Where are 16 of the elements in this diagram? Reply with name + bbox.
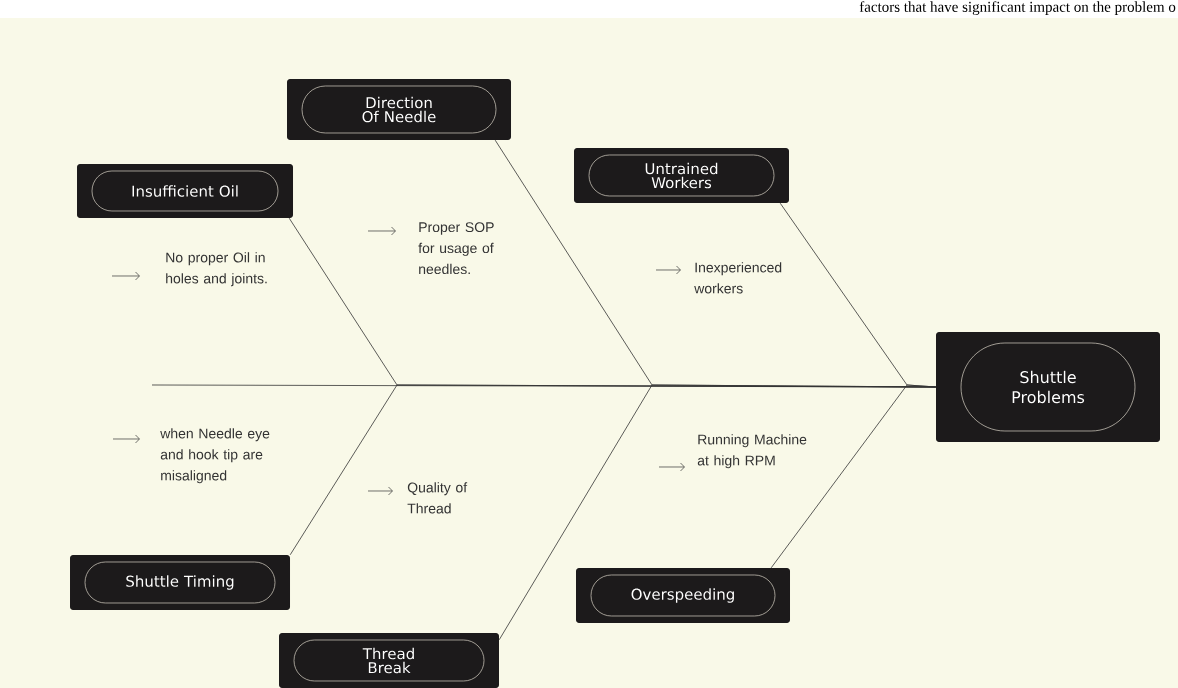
cause-box: Overspeeding bbox=[576, 568, 790, 623]
cause-note: when Needle eye and hook tip are misaligned bbox=[160, 428, 270, 484]
bone-line bbox=[498, 384, 937, 641]
cause-box: Thread Break bbox=[279, 633, 499, 688]
cause-box: Insufficient Oil bbox=[77, 164, 293, 218]
cause-box: Direction Of Needle bbox=[287, 79, 511, 140]
cause-note: Quality of Thread bbox=[407, 482, 468, 514]
cut-off-note: factors that have significant impact on the problem o bbox=[859, 1, 1176, 15]
cause-note: No proper Oil in holes and joints. bbox=[166, 252, 267, 287]
problem-box: Shuttle Problems bbox=[936, 332, 1160, 442]
cause-box: Untrained Workers bbox=[574, 148, 789, 203]
cause-box: Shuttle Timing bbox=[70, 555, 290, 610]
cause-note: Proper SOP for usage of needles. bbox=[418, 222, 494, 275]
cause-note: Running Machine at high RPM bbox=[697, 434, 807, 469]
cause-note: Inexperienced workers bbox=[694, 262, 782, 294]
bone-line bbox=[770, 384, 937, 569]
